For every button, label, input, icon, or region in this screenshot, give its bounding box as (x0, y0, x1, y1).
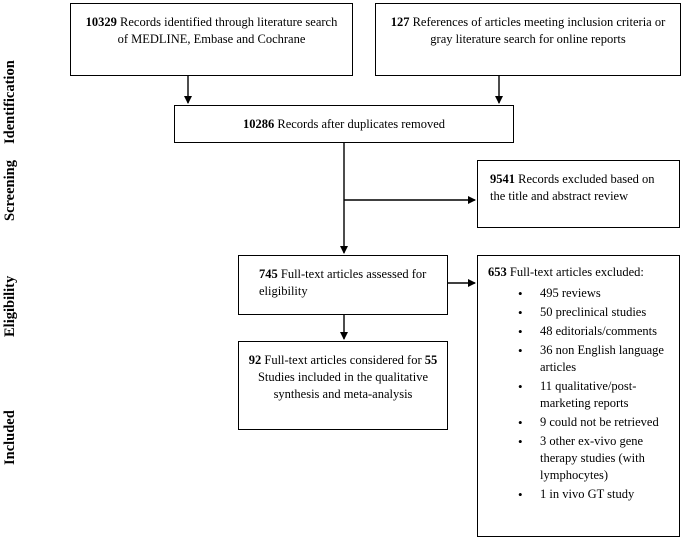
text-excluded-title: Records excluded based on the title and … (490, 172, 655, 203)
exclusion-reason-item: 1 in vivo GT study (488, 486, 673, 503)
exclusion-reason-item: 48 editorials/comments (488, 323, 673, 340)
box-studies-included: 92 Full-text articles considered for 55 … (238, 341, 448, 430)
text-records-identified: Records identified through literature se… (116, 15, 338, 46)
fulltext-excluded-heading: 653 Full-text articles excluded: (488, 264, 673, 281)
exclusion-reason-item: 36 non English language articles (488, 342, 673, 376)
count-references-other: 127 (390, 15, 410, 29)
count-excluded-title: 9541 (490, 172, 515, 186)
count-fulltext-assessed: 745 (259, 267, 278, 281)
text-references-other: References of articles meeting inclusion… (409, 15, 666, 46)
text-fulltext-considered: Full-text articles considered for (261, 353, 425, 367)
count-after-duplicates: 10286 (242, 117, 275, 131)
count-fulltext-excluded: 653 (488, 265, 507, 279)
exclusion-reason-item: 495 reviews (488, 285, 673, 302)
text-studies-included: Studies included in the qualitative synt… (257, 370, 429, 401)
box-records-excluded-title-abstract: 9541 Records excluded based on the title… (477, 160, 680, 228)
text-after-duplicates: Records after duplicates removed (274, 117, 445, 131)
exclusion-reason-item: 11 qualitative/post-marketing reports (488, 378, 673, 412)
box-records-identified-databases: 10329 Records identified through literat… (70, 3, 353, 76)
exclusion-reason-item: 3 other ex-vivo gene therapy studies (wi… (488, 433, 673, 484)
box-fulltext-assessed: 745 Full-text articles assessed for elig… (238, 255, 448, 315)
text-fulltext-assessed: Full-text articles assessed for eligibil… (259, 267, 427, 298)
box-references-other-sources: 127 References of articles meeting inclu… (375, 3, 681, 76)
exclusion-reason-item: 9 could not be retrieved (488, 414, 673, 431)
box-records-after-duplicates: 10286 Records after duplicates removed (174, 105, 514, 143)
exclusion-reasons-list: 495 reviews 50 preclinical studies 48 ed… (488, 285, 673, 503)
text-fulltext-excluded: Full-text articles excluded: (506, 265, 644, 279)
count-records-identified: 10329 (85, 15, 117, 29)
box-fulltext-excluded: 653 Full-text articles excluded: 495 rev… (477, 255, 680, 537)
exclusion-reason-item: 50 preclinical studies (488, 304, 673, 321)
count-studies-included: 55 (424, 353, 438, 367)
count-fulltext-considered: 92 (248, 353, 262, 367)
